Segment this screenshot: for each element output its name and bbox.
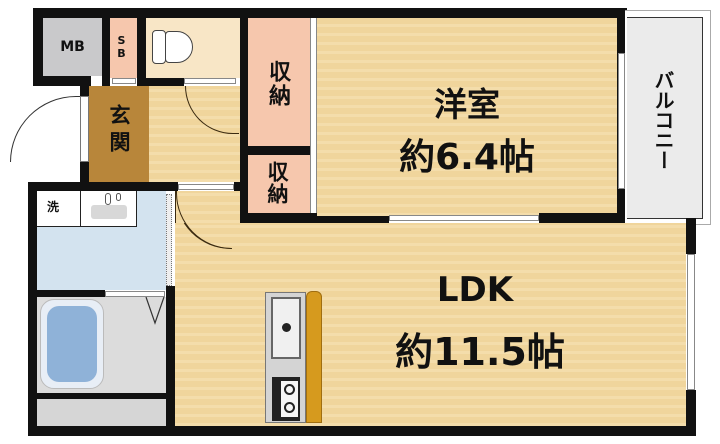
wall-ldk-right-bottom <box>686 390 696 436</box>
wall-toilet-bottom <box>146 78 184 86</box>
washroom-label: 洗 <box>47 200 60 214</box>
genkan: 玄関 <box>89 86 149 182</box>
kitchen-bar-counter <box>306 291 322 423</box>
wall-mb-bottom <box>33 76 91 86</box>
western-room-label: 洋室 <box>434 85 500 124</box>
kitchen-counter <box>265 292 306 423</box>
wall-storage-divider <box>248 146 310 155</box>
bathtub-icon <box>40 299 104 389</box>
washroom-sliding-door[interactable] <box>166 194 172 286</box>
bathroom-door[interactable] <box>105 291 165 297</box>
ldk-window[interactable] <box>687 254 695 390</box>
lower-storage <box>37 399 166 426</box>
hallway <box>149 86 240 182</box>
storage-lower: 収納 <box>248 155 310 213</box>
western-room-size: 約6.4帖 <box>399 137 535 178</box>
wall-storage-bottom <box>240 213 389 223</box>
sb-door[interactable] <box>112 78 136 84</box>
stove-icon <box>272 377 300 421</box>
storage-upper-label: 収納 <box>265 60 290 108</box>
outer-wall-left-lower <box>28 182 37 436</box>
balcony-label: バルコニー <box>651 70 675 170</box>
wall-hall-bottom <box>28 182 178 191</box>
outer-wall-top <box>33 8 627 19</box>
storage-upper: 収納 <box>248 18 310 146</box>
mb-label: MB <box>60 39 85 55</box>
wall-mb-right <box>102 18 110 86</box>
balcony-window[interactable] <box>618 53 625 189</box>
washroom-door-top[interactable] <box>178 184 234 190</box>
wall-western-bottom <box>539 213 625 223</box>
outer-wall-bottom <box>28 426 696 436</box>
toilet-door[interactable] <box>184 78 236 84</box>
bathroom-door-swing-icon <box>145 297 165 325</box>
genkan-label: 玄関 <box>107 104 131 158</box>
wall-hall-bottom-right <box>234 182 248 191</box>
entrance-door-frame <box>80 96 89 162</box>
toilet-tank-icon <box>152 30 166 64</box>
toilet-bowl-icon <box>165 31 193 63</box>
bathroom <box>37 297 166 393</box>
outer-wall-left-upper <box>33 8 44 86</box>
entrance-door[interactable] <box>10 96 80 162</box>
wall-entrance-left-bottom <box>80 162 89 182</box>
western-room: 洋室 約6.4帖 <box>317 18 617 216</box>
wall-washroom-right <box>166 286 175 436</box>
balcony: バルコニー <box>627 17 703 219</box>
mb-closet: MB <box>43 18 102 76</box>
storage-lower-label: 収納 <box>265 161 289 205</box>
toilet-room <box>146 18 240 78</box>
western-room-window-bottom[interactable] <box>389 215 539 221</box>
washroom: 洗 <box>37 191 166 290</box>
sink-icon <box>271 297 301 359</box>
wall-toilet-right <box>240 8 248 223</box>
wall-sb-right <box>137 18 146 86</box>
ldk-label: LDK <box>436 270 514 310</box>
wash-basin-icon <box>81 191 137 227</box>
wall-washroom-bottom <box>37 290 105 297</box>
wall-ldk-right-top <box>686 218 696 254</box>
sb-closet: SB <box>110 18 137 78</box>
wall-entrance-left-top <box>80 86 89 96</box>
washing-machine-area: 洗 <box>37 191 81 227</box>
storage-doors[interactable] <box>310 18 317 213</box>
ldk-size: 約11.5帖 <box>395 330 565 374</box>
toilet-door-swing <box>185 86 239 134</box>
ldk: LDK 約11.5帖 <box>175 191 686 426</box>
wall-bath-bottom <box>37 393 166 399</box>
sb-label: SB <box>115 34 128 60</box>
